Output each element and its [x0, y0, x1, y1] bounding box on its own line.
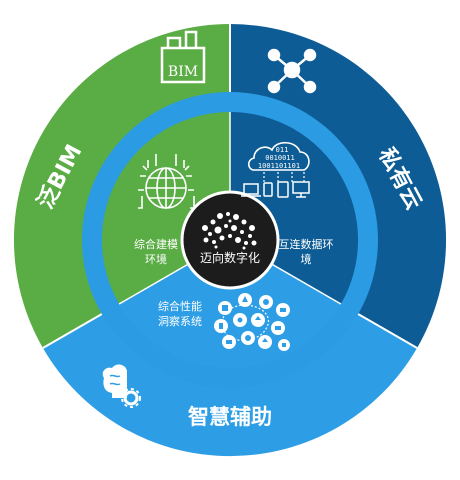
inner-label-insight-line2: 洞察系统: [158, 314, 202, 328]
inner-label-data-line2: 境: [301, 252, 312, 266]
outer-separators: [42, 24, 418, 349]
inner-label-data-line1: 互连数据环: [279, 237, 334, 251]
bim-badge-text: BIM: [168, 64, 198, 80]
brain-gear-icon: [102, 364, 141, 408]
inner-label-insight-line1: 综合性能: [158, 299, 202, 313]
binary-line-2: 0010011: [265, 154, 295, 162]
outer-label-smart-assist: 智慧辅助: [188, 405, 272, 429]
center-circle: [180, 190, 280, 290]
bim-building-icon: [160, 30, 206, 84]
network-nodes-icon: [267, 48, 317, 94]
bim-badge-box: [166, 62, 200, 78]
binary-line-1: 011: [276, 146, 289, 154]
iot-icons-cluster: [214, 293, 290, 351]
digital-dots-icon: [202, 212, 257, 250]
center-label: 迈向数字化: [200, 250, 260, 265]
cloud-binary-devices-icon: 011 0010011 1001101101: [241, 141, 310, 198]
inner-label-modeling-line2: 环境: [145, 252, 167, 266]
globe-city-icon: [138, 154, 195, 209]
binary-line-3: 1001101101: [258, 162, 300, 170]
inner-label-modeling-line1: 综合建模: [134, 237, 178, 251]
